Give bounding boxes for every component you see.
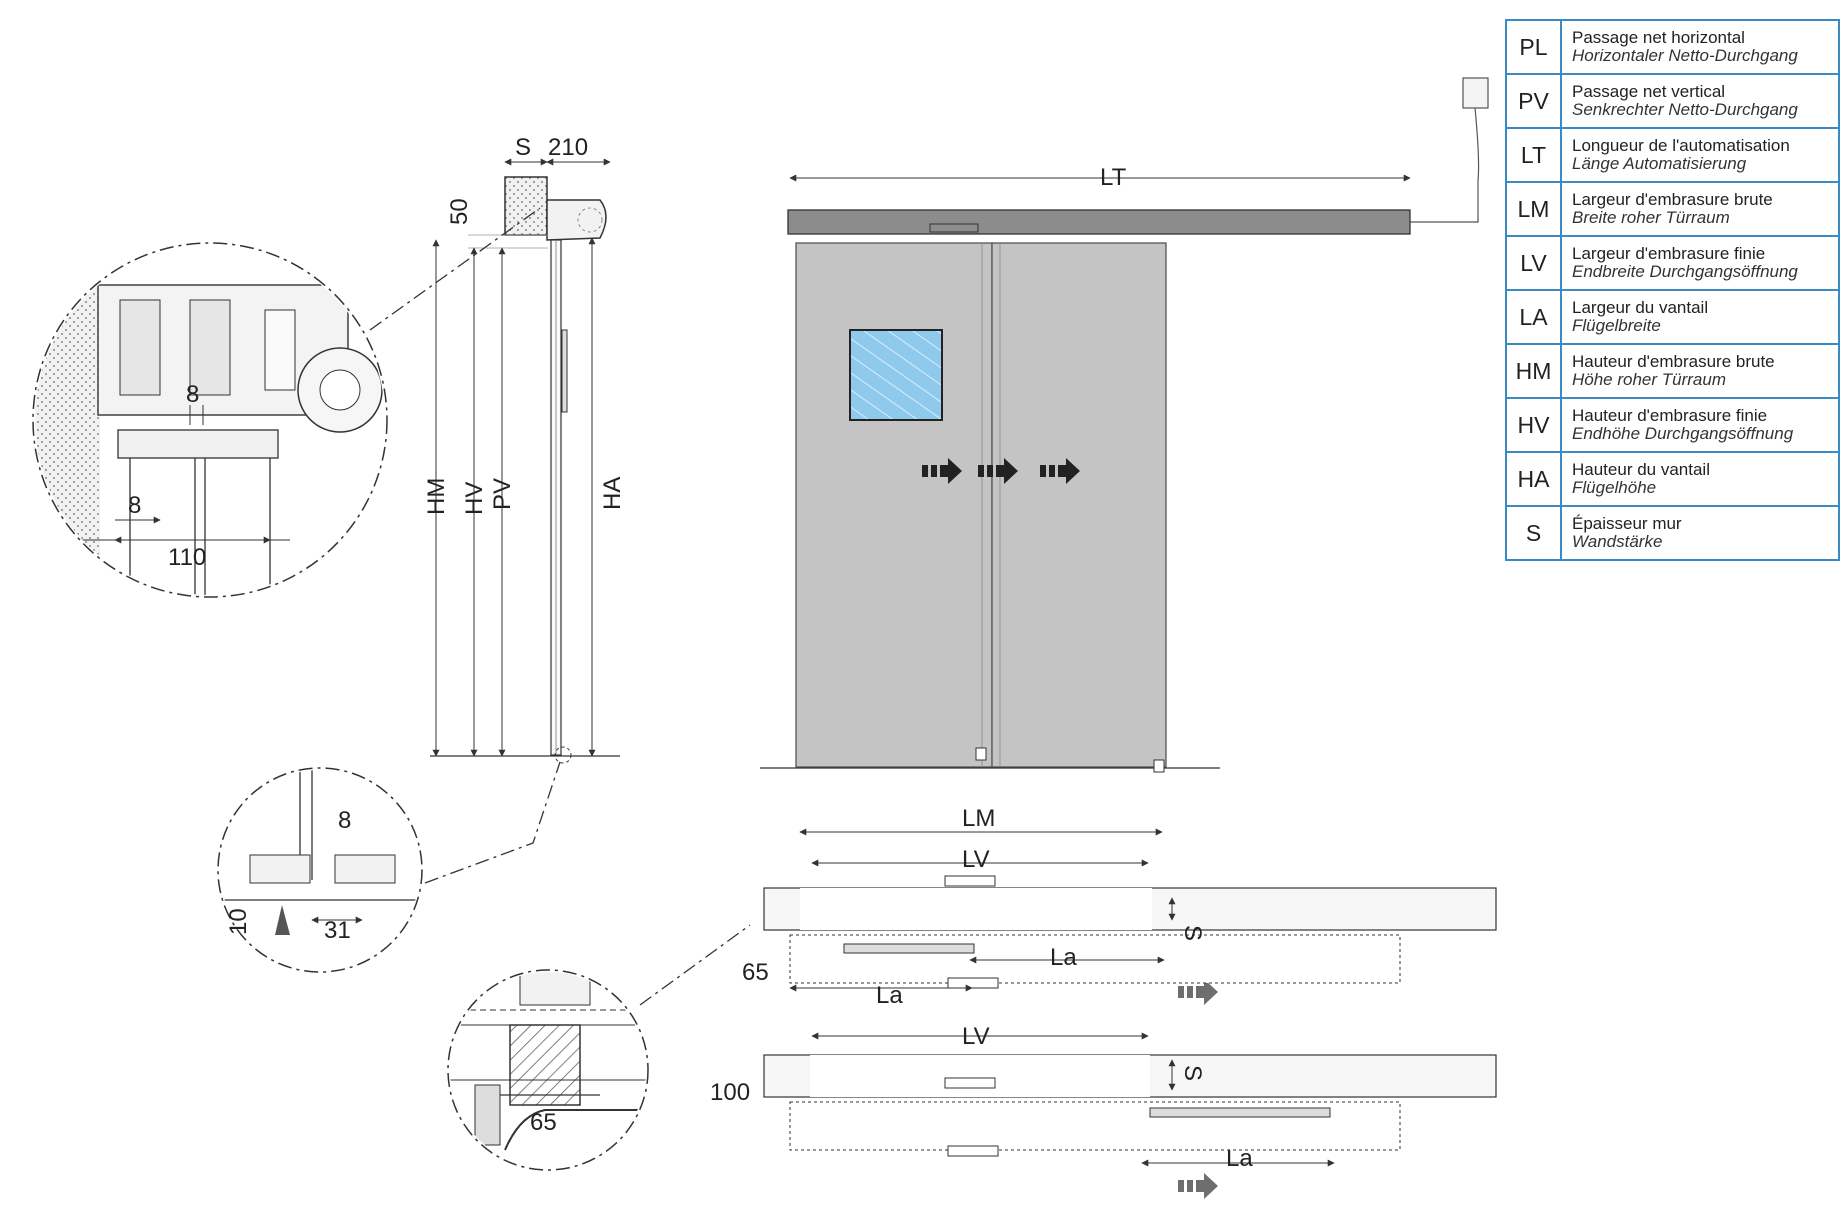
legend-code: LT [1505, 127, 1562, 183]
legend-de-text: Endbreite Durchgangsöffnung [1572, 262, 1798, 281]
plan-view-1: LM LV S La La 65 [742, 805, 1497, 1009]
legend-de-text: Länge Automatisierung [1572, 154, 1747, 173]
sliding-leaf [991, 242, 1167, 768]
legend-de-text: Wandstärke [1572, 532, 1663, 551]
side-s-label: S [515, 134, 531, 161]
plan1-la-top-label: La [1050, 944, 1077, 971]
front-arrow-1-icon [922, 458, 962, 484]
legend-de-text: Flügelhöhe [1572, 478, 1657, 497]
plan1-lm-label: LM [962, 805, 995, 832]
legend-fr-text: Hauteur du vantail [1572, 460, 1710, 480]
side-handle [561, 329, 568, 413]
plan1-la-bottom-label: La [876, 982, 903, 1009]
detail-bottom-width-label: 31 [324, 917, 351, 944]
control-box [1462, 77, 1489, 109]
operator-housing [546, 199, 607, 241]
legend-code: S [1505, 505, 1562, 561]
plan1-track [789, 934, 1401, 984]
detail-top-offset-label: 8 [128, 492, 141, 519]
legend-de-text: Breite roher Türraum [1572, 208, 1730, 227]
legend-fr-text: Passage net horizontal [1572, 28, 1745, 48]
plan2-100-label: 100 [710, 1079, 750, 1106]
legend-fr-text: Largeur du vantail [1572, 298, 1709, 318]
legend-fr-text: Largeur d'embrasure finie [1572, 244, 1766, 264]
side-50-label: 50 [446, 198, 473, 225]
legend-de-text: Senkrechter Netto-Durchgang [1572, 100, 1798, 119]
plan-view-2: LV S La 100 [710, 1023, 1497, 1172]
detail-top: 8 8 110 [32, 207, 541, 598]
fixed-panel [795, 242, 993, 768]
front-arrow-2-icon [978, 458, 1018, 484]
detail-bottom-height-label: 10 [225, 908, 252, 935]
plan2-arrow-icon [1178, 1173, 1218, 1199]
plan2-s-label: S [1179, 1065, 1206, 1081]
legend-fr-text: Passage net vertical [1572, 82, 1726, 102]
legend-fr-text: Épaisseur mur [1572, 514, 1682, 534]
legend-code: PL [1505, 19, 1562, 75]
legend-de-text: Horizontaler Netto-Durchgang [1572, 46, 1798, 65]
legend-fr-text: Largeur d'embrasure brute [1572, 190, 1773, 210]
side-hm-label: HM [423, 478, 450, 515]
side-pv-label: PV [489, 478, 516, 510]
legend-de-text: Endhöhe Durchgangsöffnung [1572, 424, 1794, 443]
detail-top-width-label: 110 [168, 544, 206, 571]
side-hv-label: HV [461, 482, 488, 515]
legend-code: LA [1505, 289, 1562, 345]
vision-panel [849, 329, 943, 421]
legend-de-text: Höhe roher Türraum [1572, 370, 1727, 389]
plan1-lv-label: LV [962, 846, 990, 873]
legend-code: HV [1505, 397, 1562, 453]
plan2-lv-label: LV [962, 1023, 990, 1050]
wall-section [504, 176, 548, 236]
plan1-arrow-icon [1178, 979, 1218, 1005]
detail-wall-offset-label: 65 [530, 1109, 557, 1136]
legend-code: HA [1505, 451, 1562, 507]
detail-wall: 65 [447, 924, 751, 1171]
front-arrow-3-icon [1040, 458, 1080, 484]
legend-fr-text: Hauteur d'embrasure brute [1572, 352, 1775, 372]
detail-bottom-gap-label: 8 [338, 807, 351, 834]
legend-fr-text: Hauteur d'embrasure finie [1572, 406, 1768, 426]
detail-top-gap-label: 8 [186, 381, 199, 408]
front-view: LT [760, 77, 1489, 773]
side-view: S 210 50 HM HV PV HA [423, 134, 626, 764]
front-lt-label: LT [1100, 164, 1127, 191]
legend-fr-text: Longueur de l'automatisation [1572, 136, 1790, 156]
side-ha-label: HA [599, 477, 626, 510]
plan1-s-label: S [1179, 925, 1206, 941]
legend-code: PV [1505, 73, 1562, 129]
legend-de-text: Flügelbreite [1572, 316, 1661, 335]
detail-bottom: 8 10 31 [217, 761, 561, 973]
side-210-label: 210 [548, 134, 588, 161]
direction-arrows [922, 458, 1218, 1199]
legend-code: LM [1505, 181, 1562, 237]
legend-code: LV [1505, 235, 1562, 291]
plan2-la-label: La [1226, 1145, 1253, 1172]
plan1-65-label: 65 [742, 959, 769, 986]
header-track [787, 209, 1411, 235]
legend-code: HM [1505, 343, 1562, 399]
